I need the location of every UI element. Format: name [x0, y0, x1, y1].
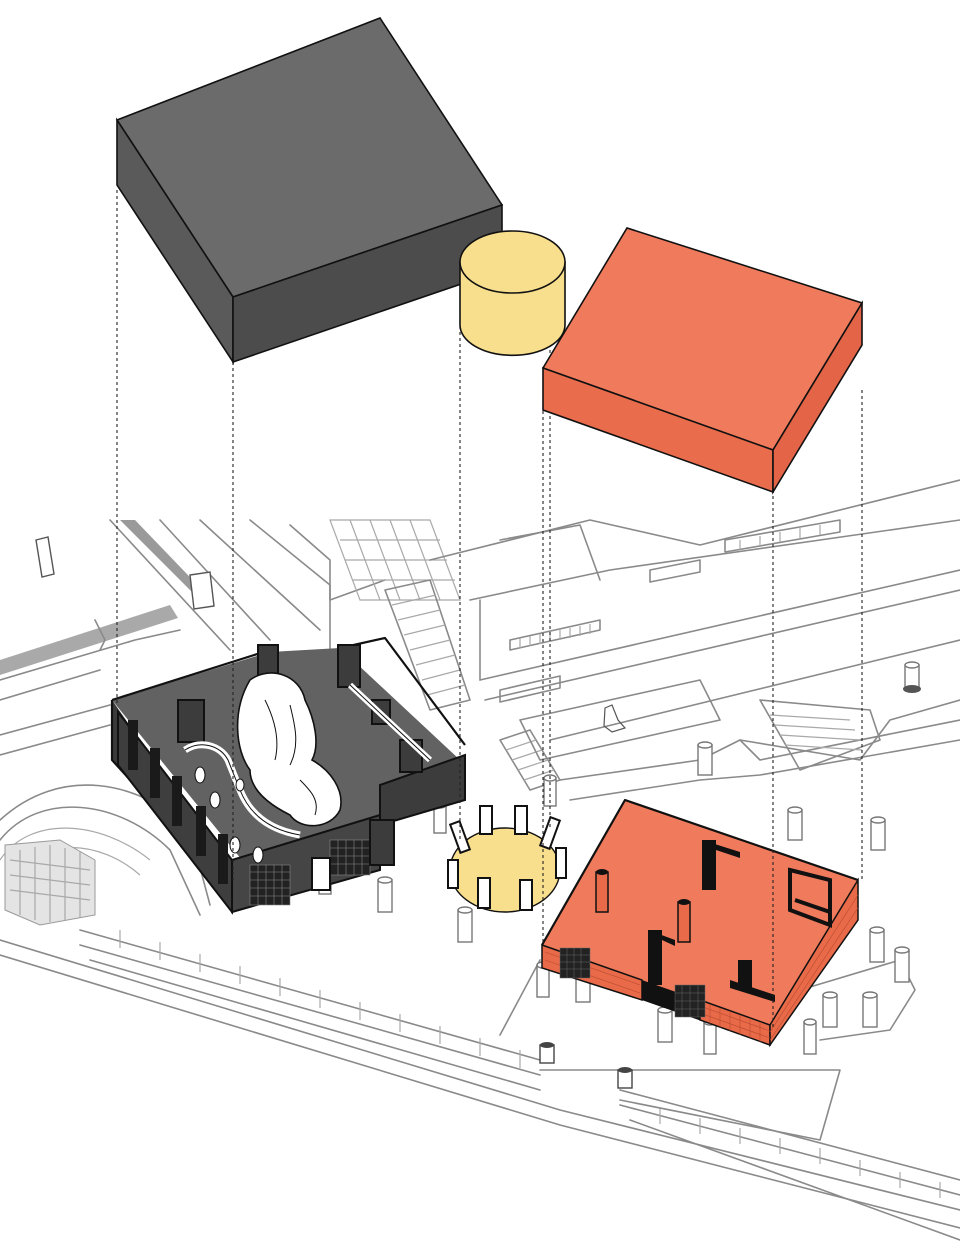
site-context [0, 479, 960, 1241]
orange-interior-pillars [595, 869, 691, 943]
orange-room-window-grid [559, 947, 706, 1018]
orange-volume [541, 227, 864, 495]
interior-wall [369, 819, 395, 866]
site-line [79, 944, 541, 1076]
site-line [739, 699, 960, 761]
site-line [499, 959, 841, 1141]
site-line [109, 519, 231, 651]
site-edge-left-upper [0, 629, 181, 681]
interior-wall [337, 644, 361, 688]
site-line [249, 519, 331, 656]
amphitheater [0, 784, 211, 926]
grey-wall-strip [0, 605, 178, 675]
site-line [569, 739, 960, 801]
door-panel [311, 857, 331, 891]
dark-room-window-grid [249, 839, 371, 906]
stools [194, 766, 264, 864]
interior-wall [738, 960, 752, 990]
railing-upper [499, 519, 841, 703]
white-sculpture [236, 672, 342, 827]
site-line [619, 1089, 960, 1181]
site-line [159, 519, 271, 641]
dark-volume [115, 17, 504, 365]
orange-room [541, 798, 859, 1048]
site-line [429, 479, 960, 561]
orange-wall-back [541, 798, 859, 946]
dark-wall-right-face [379, 753, 466, 827]
site-line [469, 519, 960, 601]
yellow-cylinder [459, 230, 566, 357]
site-line [0, 939, 960, 1211]
site-line [484, 589, 960, 701]
cylinder-top [459, 230, 566, 294]
dark-wall-piers [128, 720, 228, 884]
site-line [199, 519, 321, 631]
post-marker [35, 536, 55, 578]
right-stair-steps [769, 714, 863, 751]
post-marker [189, 571, 215, 610]
site-line [799, 959, 916, 1041]
person-figure [603, 704, 627, 733]
interior-wall [648, 930, 662, 985]
site-line [79, 929, 541, 1061]
yellow-ring-pavilion [447, 805, 567, 913]
projection-lines [116, 190, 863, 1030]
orange-wall-side [769, 877, 859, 1048]
parapet-posts [119, 930, 941, 1198]
dark-room [110, 636, 466, 915]
site-line [619, 1104, 960, 1196]
right-stair-platform [759, 699, 881, 771]
dark-wall-back-left [111, 648, 271, 702]
orange-tile-grid [544, 894, 859, 1042]
site-edge-left-mid [0, 704, 111, 736]
site-line [94, 619, 106, 651]
orange-small-room [788, 867, 832, 928]
site-line [479, 569, 960, 681]
site-edge-left-mid-2 [0, 724, 111, 756]
central-stair [384, 579, 471, 711]
interior-wall [177, 699, 205, 743]
site-line [0, 954, 960, 1229]
orange-volume-side-face [772, 300, 863, 495]
sculpture-detail [264, 699, 317, 816]
ramp-platform [519, 679, 721, 761]
site-line [629, 1119, 960, 1241]
interior-wall [702, 840, 716, 890]
orange-room-floor [542, 800, 858, 1040]
grey-wall-strip-2 [120, 520, 210, 600]
site-line [89, 959, 541, 1091]
site-line [289, 524, 386, 601]
site-line [499, 524, 601, 581]
site-line [549, 639, 960, 741]
site-edge-left-upper-2 [0, 669, 101, 701]
